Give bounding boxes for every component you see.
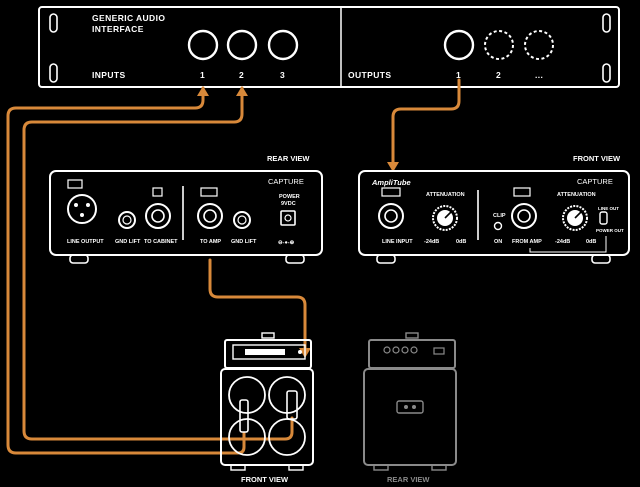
output-number-1: 1 (456, 70, 461, 80)
input-number-1: 1 (200, 70, 205, 80)
amp-stack-front: FRONT VIEW (220, 332, 314, 484)
from-amp-label: FROM AMP (512, 239, 542, 245)
speaker-icon (268, 418, 306, 456)
arrow-input2 (236, 86, 248, 96)
line-input-jack[interactable] (378, 203, 404, 229)
speaker-icon (152, 187, 163, 197)
rack-slot (49, 13, 58, 33)
rack-slot (602, 63, 611, 83)
output-jack-1[interactable] (443, 29, 475, 61)
foot (373, 464, 389, 471)
amp-front-view-label: FRONT VIEW (241, 475, 289, 484)
line-input-label: LINE INPUT (382, 239, 413, 245)
power-socket[interactable] (280, 210, 296, 226)
foot (376, 254, 396, 264)
attenuation-1-label: ATTENUATION (426, 192, 465, 198)
output-number-2: 2 (496, 70, 501, 80)
clip-label: CLIP (493, 213, 506, 219)
interface-title-line1: GENERIC AUDIO (92, 13, 165, 23)
to-amp-label: TO AMP (200, 239, 221, 245)
speaker-cabinet-rear (363, 368, 457, 466)
attenuation-knob-2[interactable] (562, 205, 588, 231)
input-jack-3[interactable] (267, 29, 299, 61)
foot (431, 464, 447, 471)
speaker-icon (228, 418, 266, 456)
foot (230, 464, 246, 471)
output-jack-2[interactable] (484, 30, 514, 60)
to-cabinet-label: TO CABINET (144, 239, 178, 245)
polarity-symbol-icon: ⊖-●-⊕ (278, 240, 295, 246)
rack-slot (49, 63, 58, 83)
power-out-label: POWER OUT (596, 228, 624, 233)
foot (285, 254, 305, 264)
to-amp-jack[interactable] (197, 203, 223, 229)
arrow-line-input (387, 162, 399, 172)
amp-icon (513, 187, 531, 197)
xlr-line-output-jack[interactable] (67, 194, 97, 224)
att1-min-label: -24dB (424, 239, 439, 245)
capture-rear-unit: REAR VIEW CAPTURE LINE OUTPUT GND LIFT T… (49, 154, 323, 264)
inputs-label: INPUTS (92, 70, 126, 80)
power-voltage-label: 9VDC (281, 201, 296, 207)
from-amp-jack[interactable] (511, 203, 537, 229)
capture-front-unit: FRONT VIEW AmpliTube CAPTURE LINE INPUT … (358, 154, 630, 264)
gnd-lift-switch-2[interactable] (233, 211, 251, 229)
on-label: ON (494, 239, 502, 245)
arrow-input1 (197, 86, 209, 96)
amp-rear-view-label: REAR VIEW (387, 475, 430, 484)
output-number-more: ... (535, 70, 543, 80)
gnd-lift-1-label: GND LIFT (115, 239, 141, 245)
att2-max-label: 0dB (586, 239, 596, 245)
cable-input1 (6, 86, 246, 455)
gnd-lift-switch-1[interactable] (118, 211, 136, 229)
attenuation-2-label: ATTENUATION (557, 192, 596, 198)
gnd-lift-2-label: GND LIFT (231, 239, 257, 245)
amp-handle (261, 332, 275, 339)
power-label: POWER (279, 194, 300, 200)
amplitube-logo: AmpliTube (371, 178, 411, 187)
foot (591, 254, 611, 264)
input-number-3: 3 (280, 70, 285, 80)
input-jack-2[interactable] (226, 29, 258, 61)
foot (69, 254, 89, 264)
cabinet-jack-plate (396, 400, 424, 414)
audio-interface: GENERIC AUDIO INTERFACE INPUTS OUTPUTS 1… (38, 6, 620, 88)
cable-plug (239, 399, 249, 433)
line-out-label: LINE OUT (598, 206, 619, 211)
interface-title-line2: INTERFACE (92, 24, 144, 34)
speaker-icon (228, 376, 266, 414)
outputs-label: OUTPUTS (348, 70, 391, 80)
attenuation-knob-1[interactable] (432, 205, 458, 231)
output-mode-toggle[interactable] (599, 211, 608, 225)
input-jack-1[interactable] (187, 29, 219, 61)
att1-max-label: 0dB (456, 239, 466, 245)
clip-led (493, 221, 503, 231)
input-number-2: 2 (239, 70, 244, 80)
foot (288, 464, 304, 471)
line-output-label: LINE OUTPUT (67, 239, 104, 245)
to-cabinet-jack[interactable] (145, 203, 171, 229)
amp-stack-rear: REAR VIEW (363, 332, 457, 484)
cable-input2 (22, 86, 294, 441)
rear-view-label: REAR VIEW (267, 154, 310, 163)
output-jack-more[interactable] (524, 30, 554, 60)
line-symbol-icon (381, 187, 401, 197)
cable-to-amp (208, 258, 307, 350)
front-view-label: FRONT VIEW (573, 154, 621, 163)
speaker-cabinet (220, 368, 314, 466)
rack-slot (602, 13, 611, 33)
att2-min-label: -24dB (555, 239, 570, 245)
rear-brand: CAPTURE (268, 177, 304, 186)
front-brand: CAPTURE (577, 177, 613, 186)
cables (6, 78, 461, 455)
xlr-symbol-icon (67, 179, 83, 189)
amp-icon (200, 187, 218, 197)
cable-output1 (391, 78, 461, 164)
cable-plug (286, 390, 298, 420)
